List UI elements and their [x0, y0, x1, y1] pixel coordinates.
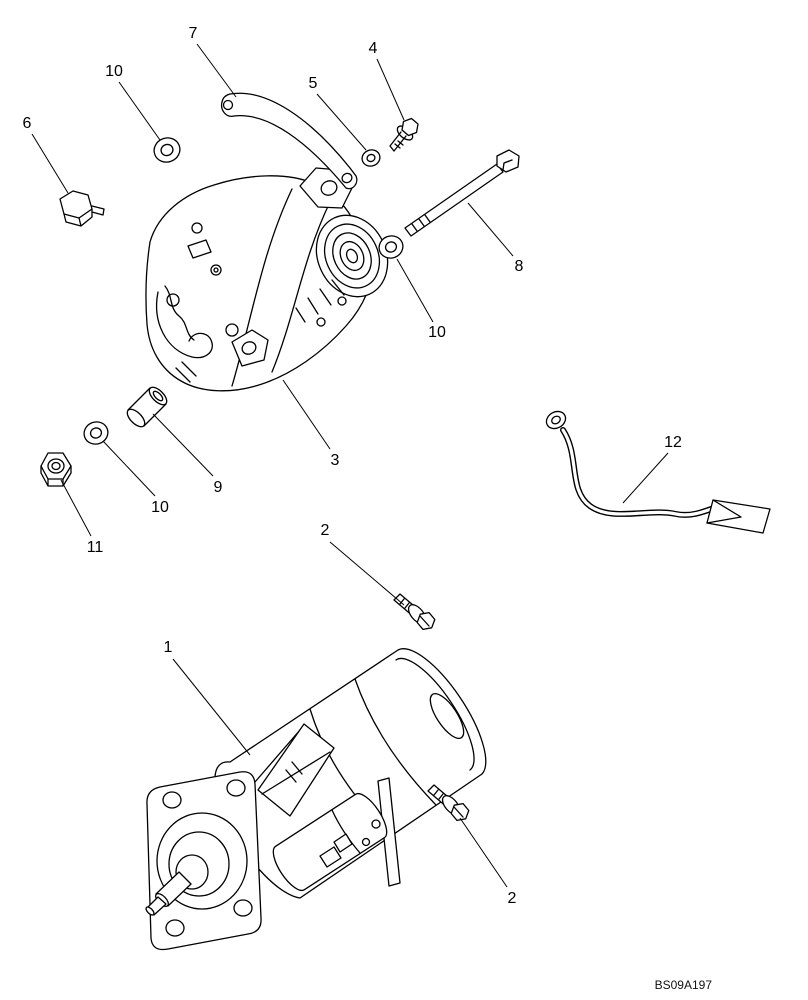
- callout-leader-10-9: [102, 440, 156, 497]
- callout-leader-7-0: [196, 43, 237, 98]
- callout-leader-9-8: [152, 413, 214, 477]
- callout-leader-12-11: [622, 452, 669, 504]
- starter-solenoid: [272, 793, 388, 891]
- callout-leader-2-14: [459, 817, 508, 888]
- callout-label-5-2: 5: [309, 75, 318, 92]
- callout-leader-11-10: [60, 479, 92, 537]
- ring-terminal: [545, 410, 567, 430]
- callout-label-7-0: 7: [189, 25, 198, 42]
- callout-label-12-11: 12: [664, 434, 682, 451]
- callout-leader-2-12: [329, 541, 405, 606]
- washer-10-upper: [153, 137, 181, 163]
- callout-label-10-9: 10: [151, 499, 169, 516]
- callout-leader-3-7: [282, 379, 331, 450]
- callout-leader-6-4: [31, 133, 69, 194]
- callout-label-11-10: 11: [87, 539, 104, 556]
- bolt-8: [404, 149, 520, 237]
- callout-label-10-1: 10: [105, 63, 123, 80]
- callout-label-2-12: 2: [321, 522, 330, 539]
- cable-end-tag: [706, 499, 771, 534]
- spacer-9: [126, 386, 168, 428]
- washer-5: [361, 149, 381, 167]
- callout-leader-4-3: [376, 58, 405, 121]
- callout-label-4-3: 4: [369, 40, 378, 57]
- adjusting-strap: [220, 92, 358, 190]
- callout-leader-10-6: [396, 258, 434, 323]
- callout-label-1-13: 1: [164, 639, 173, 656]
- mounting-bolt-upper: [393, 593, 436, 631]
- callout-leader-10-1: [118, 81, 161, 141]
- bolt-6: [59, 190, 105, 227]
- starter-shaft: [145, 871, 192, 916]
- callout-leader-5-2: [316, 93, 367, 151]
- bolt-4: [389, 117, 419, 152]
- through-bolt-rod: [377, 777, 401, 887]
- callout-label-8-5: 8: [515, 258, 524, 275]
- callout-label-10-6: 10: [428, 324, 446, 341]
- washer-10-right: [378, 235, 404, 259]
- callout-leader-8-5: [467, 202, 514, 257]
- callout-leader-1-13: [172, 658, 251, 756]
- callout-label-9-8: 9: [214, 479, 223, 496]
- reference-code: BS09A197: [655, 978, 713, 992]
- callout-label-6-4: 6: [23, 115, 32, 132]
- starter-flange: [146, 771, 262, 951]
- nut-11: [40, 452, 72, 487]
- starter-motor: [145, 648, 487, 951]
- callout-label-3-7: 3: [331, 452, 340, 469]
- callout-label-2-14: 2: [508, 890, 517, 907]
- washer-10-lower: [83, 421, 109, 445]
- ground-cable: [545, 410, 771, 534]
- alternator: [145, 167, 389, 392]
